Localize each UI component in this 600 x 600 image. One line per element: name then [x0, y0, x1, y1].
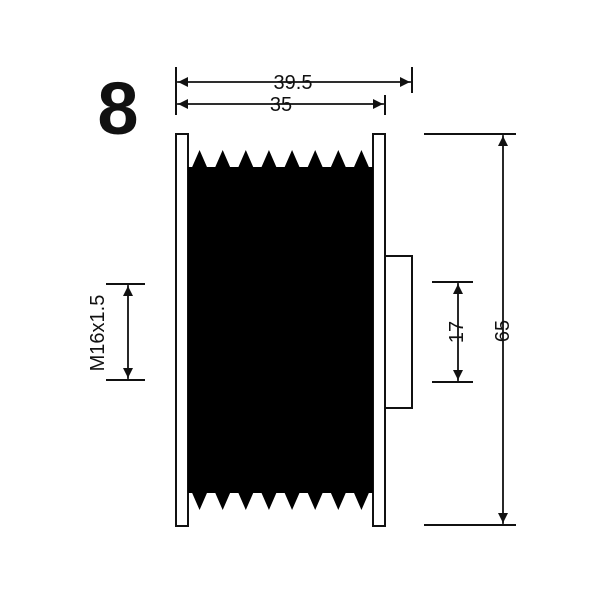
overall-diameter-label: 65	[492, 320, 514, 342]
left-flange	[175, 133, 189, 527]
hub	[384, 255, 413, 409]
body-width-label: 35	[270, 94, 292, 116]
dim-thread: M16x1.5	[87, 283, 145, 381]
hub-label: 17	[446, 321, 468, 343]
dim-overall-diameter: 65	[424, 133, 516, 526]
dim-overall-width: 39.5	[175, 67, 413, 115]
figure-number: 8	[97, 67, 138, 150]
pulley-body	[175, 133, 413, 527]
overall-width-label: 39.5	[274, 72, 313, 94]
right-flange	[372, 133, 386, 527]
thread-label: M16x1.5	[87, 295, 109, 372]
dim-hub: 17	[432, 281, 473, 383]
dim-body-width: 35	[177, 94, 386, 116]
grooved-belt-surface	[188, 150, 373, 510]
